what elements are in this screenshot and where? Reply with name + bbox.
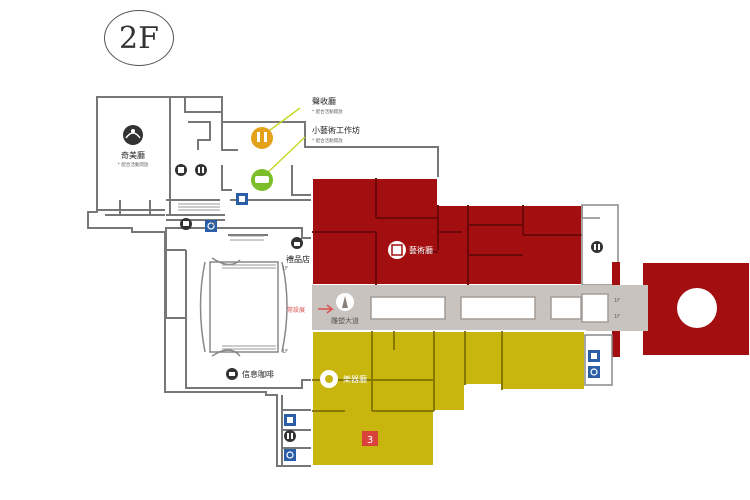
lift-icon-right xyxy=(588,350,600,362)
cafe-label: 信息咖啡 xyxy=(242,369,274,379)
collection-hall-note: * 配合活動開放 xyxy=(312,108,343,115)
restroom-icon-right xyxy=(591,241,603,253)
stair-tag: 1F xyxy=(282,349,288,355)
sculpture-lobby xyxy=(312,285,648,331)
workshop-note: * 配合活動開放 xyxy=(312,137,343,144)
frame-icon xyxy=(388,241,406,259)
gift-shop-label: 禮品店 xyxy=(286,254,310,264)
floor-indicator: 2F xyxy=(104,10,174,66)
exhibit-arrow xyxy=(318,304,335,314)
stair-tag: 1F xyxy=(210,222,216,228)
music-gallery-zone xyxy=(311,330,586,467)
lift-icon xyxy=(236,193,248,205)
workshop-icon xyxy=(251,169,273,191)
permanent-exhibit-label: 常設展 xyxy=(287,306,305,314)
accessible-icon xyxy=(205,220,217,232)
atrium-opening xyxy=(677,288,717,328)
stair-tag: 1F xyxy=(614,298,620,304)
wonder-hall-label: 奇美廳 xyxy=(121,150,145,160)
stair-tag: 1F xyxy=(614,314,620,320)
accessible-icon-bottom xyxy=(284,449,296,461)
room-number-badge xyxy=(362,431,378,446)
cafe-icon xyxy=(226,368,238,380)
lockers-icon xyxy=(180,218,192,230)
elevator-icon xyxy=(175,164,187,176)
trumpet-icon xyxy=(320,370,338,388)
wonder-hall-note: * 配合活動開放 xyxy=(118,161,149,168)
stair-tags: 1F 1F 1F 1F 1F xyxy=(210,222,620,355)
art-gallery-zone xyxy=(311,177,583,286)
lobby-label: 雕塑大道 xyxy=(331,316,359,325)
restroom-icon-bottom xyxy=(284,430,296,442)
sculpture-icon xyxy=(336,293,354,311)
lock-icon xyxy=(291,237,303,249)
stage-icon xyxy=(123,125,143,145)
restroom-icon xyxy=(195,164,207,176)
music-gallery-label: 樂器廳 xyxy=(343,374,367,384)
stair-tag: 1F xyxy=(282,266,288,272)
collection-hall-icon xyxy=(251,127,273,149)
far-right-gallery xyxy=(641,261,750,357)
lift-icon-bottom xyxy=(284,414,296,426)
art-gallery-label: 藝術廳 xyxy=(409,245,433,255)
collection-hall-label: 聲收廳 xyxy=(312,96,336,106)
accessible-icon-right xyxy=(588,366,600,378)
workshop-label: 小藝術工作坊 xyxy=(312,125,360,135)
room-number: 3 xyxy=(367,435,373,446)
courtyard-hall xyxy=(199,257,288,357)
